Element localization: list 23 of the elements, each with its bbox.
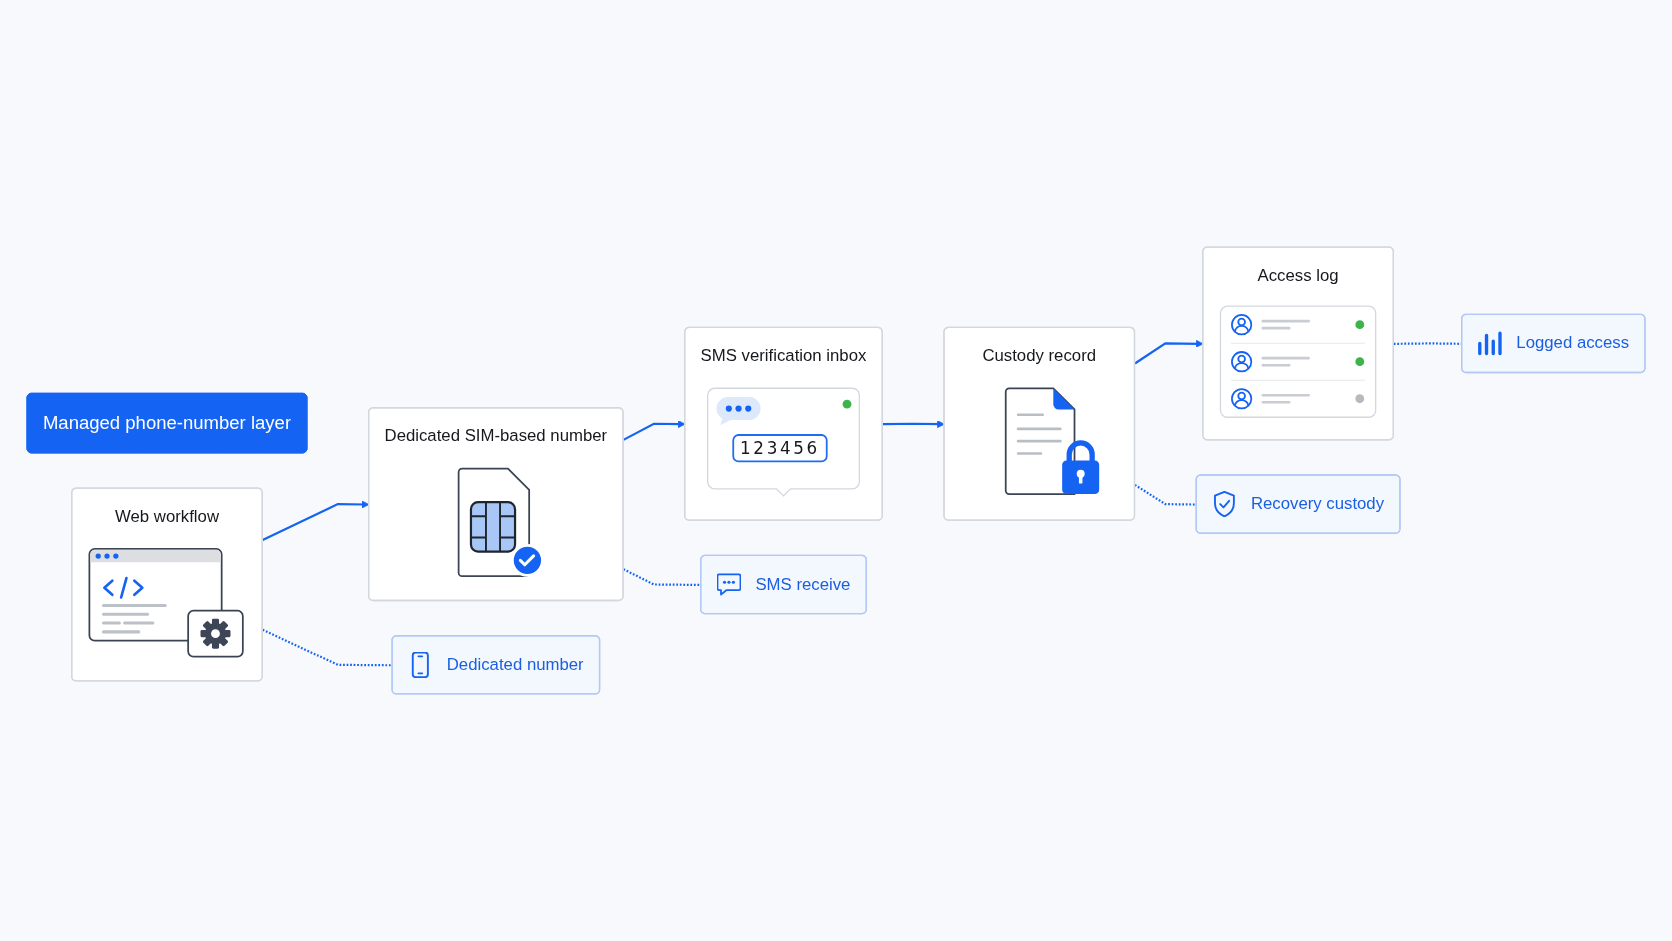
feature-tag — [391, 635, 601, 695]
process-card — [71, 487, 263, 682]
process-card — [943, 326, 1136, 521]
process-card — [1202, 246, 1394, 441]
card-title: Web workflow — [115, 506, 219, 526]
dashed-connector — [262, 628, 393, 667]
card-title: Custody record — [982, 345, 1097, 365]
tag-label: Recovery custody — [1250, 494, 1385, 513]
dashed-connector — [1134, 483, 1197, 506]
feature-tag — [700, 554, 867, 615]
card-title: SMS verification inbox — [700, 345, 867, 365]
layer-banner — [26, 392, 308, 454]
code-field: 123456 — [732, 433, 828, 462]
card-title: Access log — [1257, 265, 1339, 285]
feature-tag — [1195, 474, 1401, 534]
process-card — [684, 326, 883, 521]
feature-tag — [1461, 313, 1646, 374]
tag-label: Dedicated number — [446, 654, 584, 674]
tag-label: Logged access — [1516, 333, 1630, 352]
banner-title: Managed phone-number layer — [42, 411, 292, 435]
card-title: Dedicated SIM-based number — [384, 426, 608, 445]
process-card — [368, 407, 624, 602]
tag-label: SMS receive — [755, 574, 851, 594]
